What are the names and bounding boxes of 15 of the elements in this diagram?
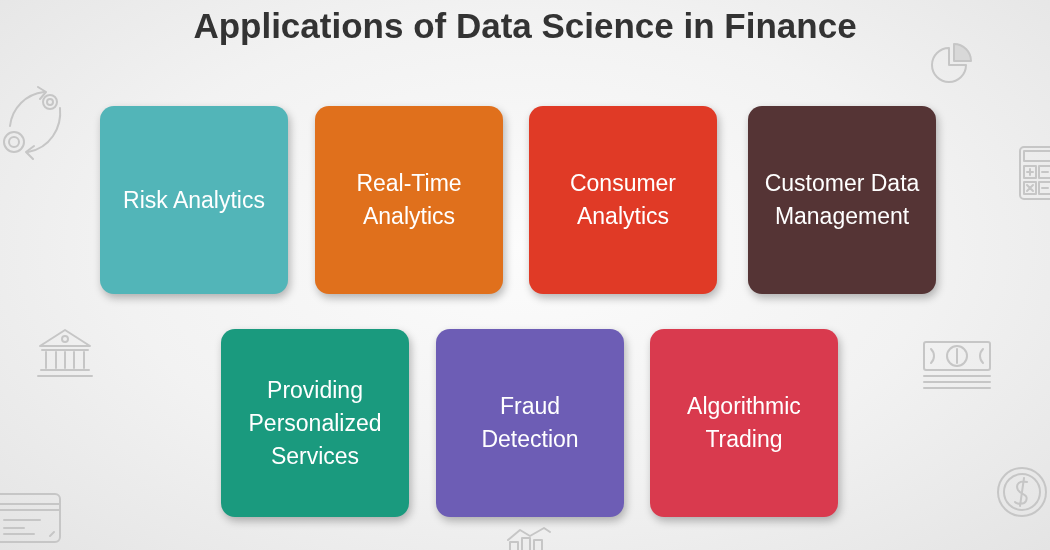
application-box [315, 106, 503, 294]
application-box [436, 329, 624, 517]
application-name: Risk Analytics [123, 185, 265, 215]
application-name: Real-Time Analytics [355, 169, 463, 231]
diagram-title: Applications of Data Science in Finance [193, 6, 857, 46]
application-box [748, 106, 936, 294]
application-name: Providing Personalized Services [247, 375, 383, 471]
application-box [100, 106, 288, 294]
application-box [650, 329, 838, 517]
application-name: Customer Data Management [763, 169, 921, 231]
application-name: Consumer Analytics [568, 169, 678, 231]
application-box [221, 329, 409, 517]
application-name: Algorithmic Trading [686, 392, 802, 454]
application-name: Fraud Detection [480, 392, 580, 454]
application-box [529, 106, 717, 294]
